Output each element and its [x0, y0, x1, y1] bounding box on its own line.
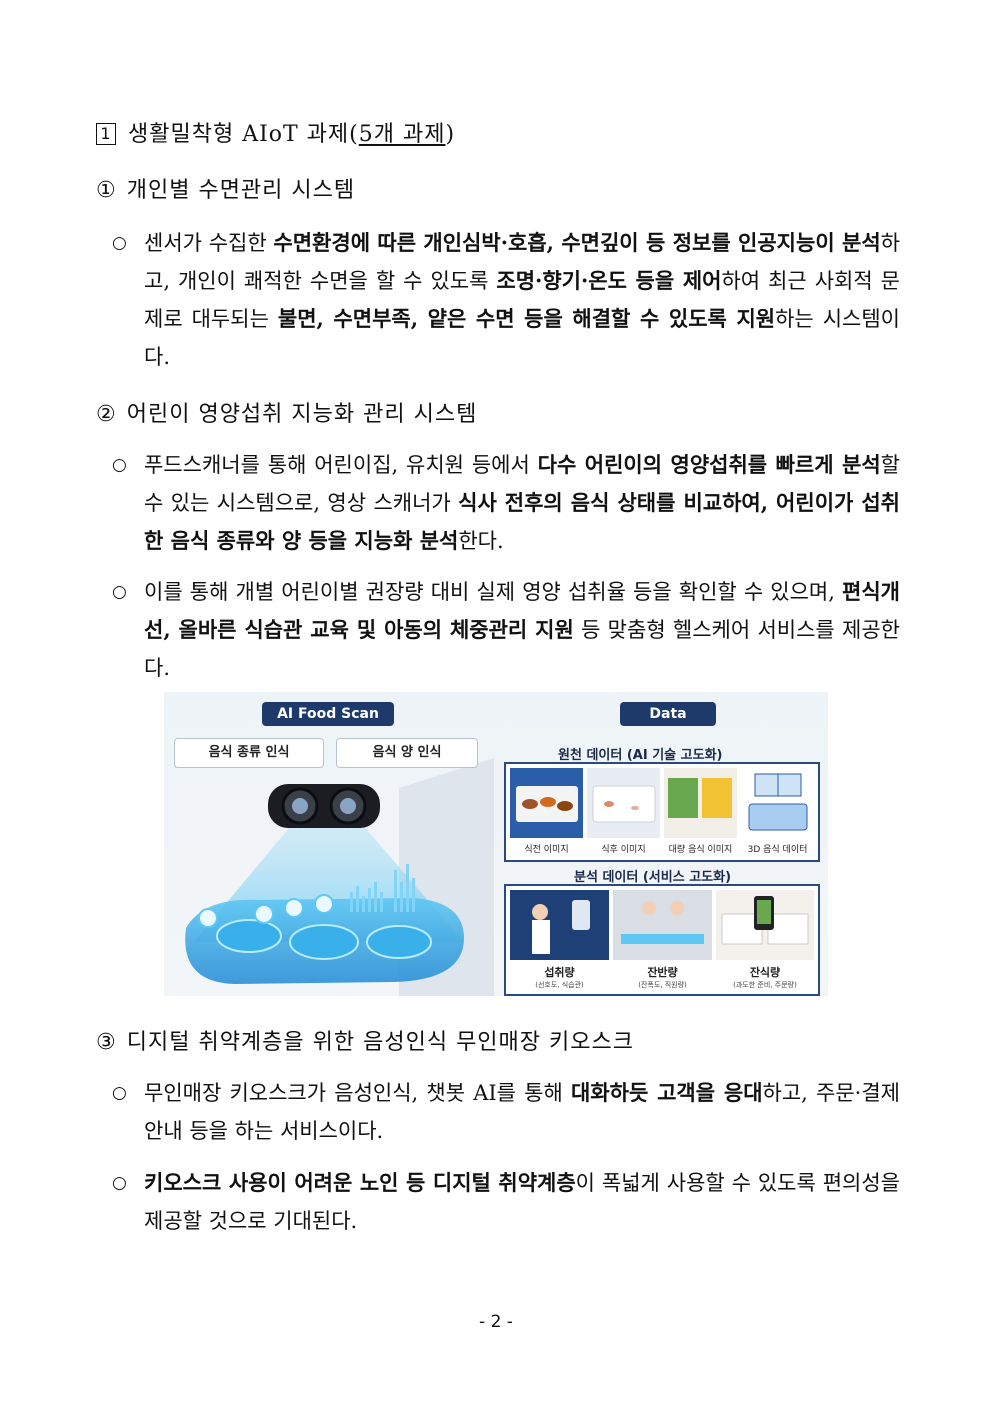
bullet-mark: ○: [112, 455, 127, 475]
emphasis-text: 키오스크 사용이 어려운 노인 등 디지털 취약계층: [144, 1170, 576, 1195]
body-text: 푸드스캐너를 통해 어린이집, 유치원 등에서: [144, 453, 538, 477]
body-text: 이 폭넓게 사용할 수 있도록 편의성을 제공할 것으로 기대된다.: [144, 1171, 900, 1233]
intake-illustration: [510, 890, 609, 960]
leftover-illustration: [613, 890, 712, 960]
food-type-tag: 음식 종류 인식: [174, 738, 324, 768]
emphasis-text: 수면환경에 따른 개인심박·호흡, 수면깊이 등 정보를 인공지능이 분석: [273, 230, 881, 255]
raw-item-caption: 식전 이미지: [524, 845, 569, 855]
bullet-mark: ○: [112, 582, 127, 602]
analysis-item-sub: (선호도, 식습관): [535, 981, 584, 989]
item-heading-nutrition: ② 어린이 영양섭취 지능화 관리 시스템: [96, 396, 477, 428]
item-number: ①: [96, 178, 117, 203]
rich-text: 무인매장 키오스크가 음성인식, 챗봇 AI를 통해 대화하듯 고객을 응대하고…: [112, 1074, 900, 1150]
raw-item: 식후 이미지: [587, 768, 660, 855]
body-text: 할 수 있는 시스템으로, 영상 스캐너가: [144, 453, 900, 515]
emphasis-text: 편식개선, 올바른 식습관 교육 및 아동의 체중관리 지원: [144, 579, 900, 642]
bullet-paragraph: ○ 무인매장 키오스크가 음성인식, 챗봇 AI를 통해 대화하듯 고객을 응대…: [112, 1074, 900, 1150]
section-number-box: 1: [96, 123, 116, 145]
analysis-data-frame: 섭취량 (선호도, 식습관) 잔반량 (잔폭도, 직원량) 잔식량 (과도한 준…: [504, 884, 820, 996]
item-heading-kiosk: ③ 디지털 취약계층을 위한 음성인식 무인매장 키오스크: [96, 1024, 634, 1056]
analysis-item: 잔식량 (과도한 준비, 주문량): [716, 890, 814, 990]
rich-text: 푸드스캐너를 통해 어린이집, 유치원 등에서 다수 어린이의 영양섭취를 빠르…: [112, 446, 900, 560]
item-title: 디지털 취약계층을 위한 음성인식 무인매장 키오스크: [126, 1030, 634, 1055]
analysis-item-sub: (과도한 준비, 주문량): [733, 981, 797, 989]
bullet-mark: ○: [112, 233, 127, 253]
bullet-mark: ○: [112, 1083, 127, 1103]
raw-data-title: 원천 데이터 (AI 기술 고도화): [558, 748, 723, 763]
scanner-illustration: [185, 758, 494, 996]
food-scan-figure: AI Food Scan Data 음식 종류 인식 음식 양 인식 원천 데이…: [164, 692, 828, 996]
food-amount-tag: 음식 양 인식: [336, 738, 478, 768]
section-count: 5개 과제: [358, 122, 446, 147]
post-meal-image-icon: [587, 768, 660, 838]
pre-meal-image-icon: [510, 768, 583, 838]
body-text: 한다.: [458, 529, 504, 553]
item-title: 어린이 영양섭취 지능화 관리 시스템: [126, 402, 478, 427]
emphasis-text: 대화하듯 고객을 응대: [571, 1080, 763, 1105]
item-number: ②: [96, 402, 117, 427]
bullet-paragraph: ○ 푸드스캐너를 통해 어린이집, 유치원 등에서 다수 어린이의 영양섭취를 …: [112, 446, 900, 560]
item-heading-sleep: ① 개인별 수면관리 시스템: [96, 172, 355, 204]
body-text: 하여 최근 사회적 문제로 대두되는: [144, 269, 900, 331]
rich-text: 이를 통해 개별 어린이별 권장량 대비 실제 영양 섭취율 등을 확인할 수 …: [112, 573, 900, 687]
raw-item-caption: 대량 음식 이미지: [668, 845, 733, 855]
page-number: - 2 -: [479, 1312, 513, 1332]
body-text: 이를 통해 개별 어린이별 권장량 대비 실제 영양 섭취율 등을 확인할 수 …: [144, 580, 843, 604]
raw-item: 3D 음식 데이터: [741, 768, 814, 855]
rich-text: 키오스크 사용이 어려운 노인 등 디지털 취약계층이 폭넓게 사용할 수 있도…: [112, 1164, 900, 1240]
raw-item: 식전 이미지: [510, 768, 583, 855]
emphasis-text: 조명·향기·온도 등을 제어: [496, 268, 722, 293]
3d-food-data-icon: [741, 768, 814, 838]
body-text: 센서가 수집한: [144, 231, 274, 255]
raw-item-caption: 3D 음식 데이터: [747, 845, 808, 855]
analysis-item-label: 섭취량: [544, 966, 575, 979]
emphasis-text: 다수 어린이의 영양섭취를 빠르게 분석: [537, 452, 881, 477]
bullet-paragraph: ○ 센서가 수집한 수면환경에 따른 개인심박·호흡, 수면깊이 등 정보를 인…: [112, 224, 900, 376]
analysis-item: 잔반량 (잔폭도, 직원량): [613, 890, 712, 990]
raw-data-frame: 식전 이미지 식후 이미지 대량 음식 이미지 3D 음식 데이터: [504, 762, 820, 862]
analysis-item-sub: (잔폭도, 직원량): [638, 981, 687, 989]
raw-item-caption: 식후 이미지: [601, 845, 646, 855]
section-title: 생활밀착형 AIoT 과제: [128, 122, 350, 147]
bullet-paragraph: ○ 이를 통해 개별 어린이별 권장량 대비 실제 영양 섭취율 등을 확인할 …: [112, 573, 900, 687]
emphasis-text: 불면, 수면부족, 얕은 수면 등을 해결할 수 있도록 지원: [277, 306, 776, 331]
analysis-item-label: 잔반량: [647, 966, 678, 979]
body-text: 하는 시스템이다.: [144, 307, 900, 369]
ai-food-scan-title: AI Food Scan: [262, 702, 394, 726]
remaining-food-illustration: [716, 890, 814, 960]
item-title: 개인별 수면관리 시스템: [126, 178, 356, 203]
emphasis-text: 식사 전후의 음식 상태를 비교하여, 어린이가 섭취한 음식 종류와 양 등을…: [144, 490, 901, 553]
bulk-food-image-icon: [664, 768, 737, 838]
body-text: 하고, 개인이 쾌적한 수면을 할 수 있도록: [144, 231, 900, 293]
body-text: 등 맞춤형 헬스케어 서비스를 제공한다.: [144, 618, 900, 680]
raw-item: 대량 음식 이미지: [664, 768, 737, 855]
body-text: 무인매장 키오스크가 음성인식, 챗봇 AI를 통해: [144, 1081, 571, 1105]
analysis-item-label: 잔식량: [749, 966, 781, 979]
body-text: 하고, 주문·결제안내 등을 하는 서비스이다.: [144, 1081, 900, 1143]
rich-text: 센서가 수집한 수면환경에 따른 개인심박·호흡, 수면깊이 등 정보를 인공지…: [112, 224, 900, 376]
analysis-data-title: 분석 데이터 (서비스 고도화): [574, 870, 732, 885]
bullet-mark: ○: [112, 1173, 127, 1193]
bullet-paragraph: ○ 키오스크 사용이 어려운 노인 등 디지털 취약계층이 폭넓게 사용할 수 …: [112, 1164, 900, 1240]
item-number: ③: [96, 1030, 117, 1055]
data-title: Data: [620, 702, 716, 726]
analysis-item: 섭취량 (선호도, 식습관): [510, 890, 609, 990]
